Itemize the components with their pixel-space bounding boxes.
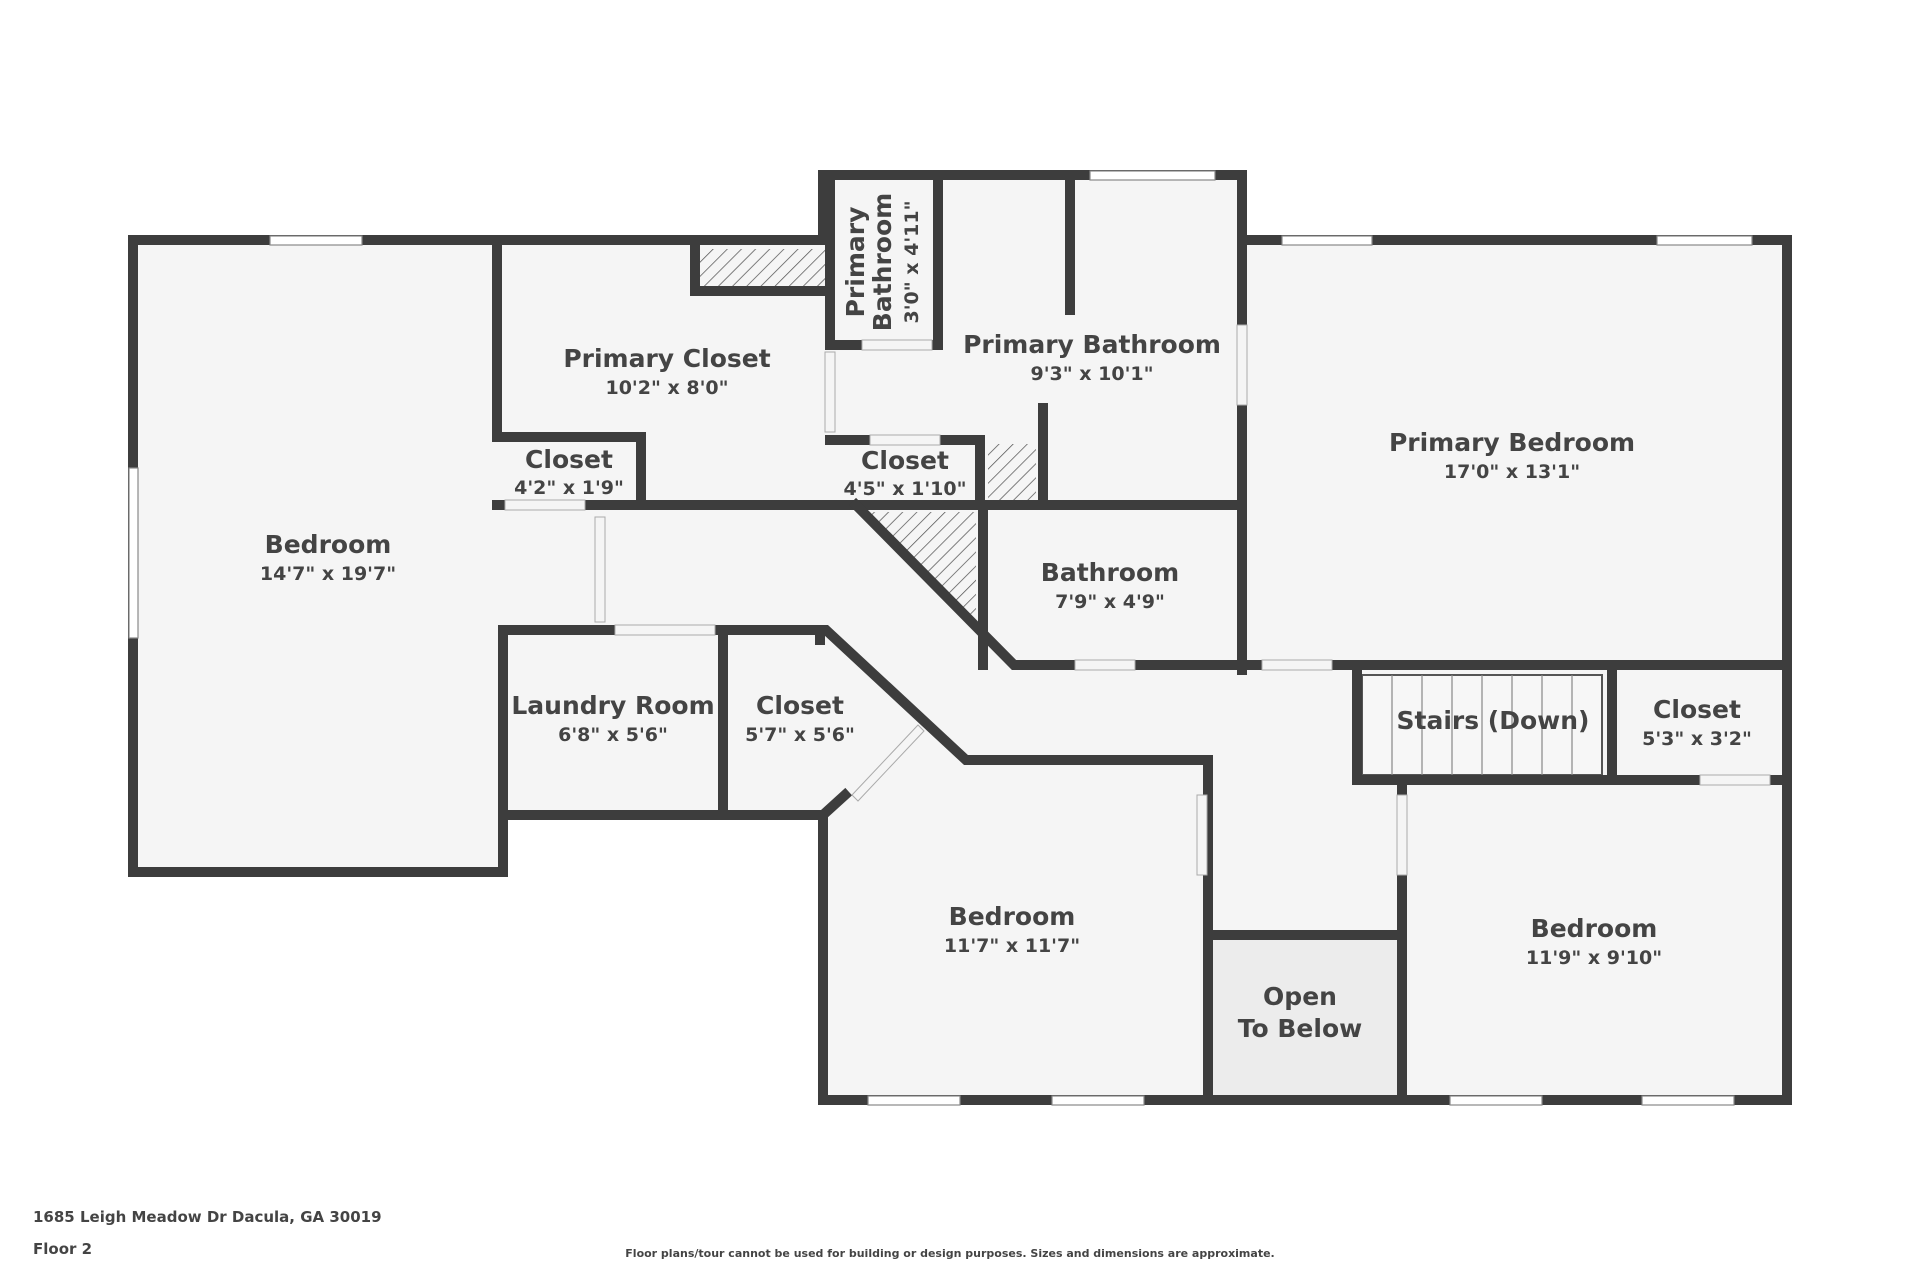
room-bathroom-name: Bathroom <box>1041 558 1179 587</box>
room-closet-mid-name: Closet <box>756 691 844 720</box>
floor-label: Floor 2 <box>33 1240 93 1258</box>
room-closet-b-dims: 4'5" x 1'10" <box>843 478 966 500</box>
room-primary-closet-dims: 10'2" x 8'0" <box>605 377 728 399</box>
room-bedroom-west-name: Bedroom <box>265 530 392 559</box>
room-primary-bath-small-name2: Bathroom <box>868 193 897 331</box>
room-primary-bedroom-name: Primary Bedroom <box>1389 428 1635 457</box>
stairs <box>1361 674 1603 776</box>
disclaimer: Floor plans/tour cannot be used for buil… <box>625 1247 1275 1260</box>
room-closet-b-name: Closet <box>861 446 949 475</box>
room-closet-east-dims: 5'3" x 3'2" <box>1642 728 1752 750</box>
room-laundry-dims: 6'8" x 5'6" <box>558 724 668 746</box>
room-primary-bathroom-dims: 9'3" x 10'1" <box>1030 363 1153 385</box>
room-closet-east-name: Closet <box>1653 695 1741 724</box>
room-primary-bath-small-dims: 3'0" x 4'11" <box>901 200 923 323</box>
room-closet-a-dims: 4'2" x 1'9" <box>514 477 624 499</box>
room-primary-bathroom-name: Primary Bathroom <box>963 330 1221 359</box>
room-closet-a-name: Closet <box>525 445 613 474</box>
doorways <box>504 324 1771 876</box>
room-bathroom-dims: 7'9" x 4'9" <box>1055 591 1165 613</box>
exterior-cutouts <box>133 176 823 1110</box>
room-stairs-name: Stairs (Down) <box>1397 706 1590 735</box>
room-primary-bath-small-name1: Primary <box>841 207 870 318</box>
chase-hatch <box>988 444 1036 500</box>
windows <box>128 170 1753 1106</box>
open-to-below-area <box>1207 938 1400 1098</box>
room-closet-mid-dims: 5'7" x 5'6" <box>745 724 855 746</box>
room-primary-closet-name: Primary Closet <box>563 344 770 373</box>
room-bedroom-south-name: Bedroom <box>949 902 1076 931</box>
open-to-below-line2: To Below <box>1238 1014 1362 1043</box>
room-laundry-name: Laundry Room <box>511 691 714 720</box>
property-address: 1685 Leigh Meadow Dr Dacula, GA 30019 <box>33 1208 382 1226</box>
chase-hatch <box>695 249 825 291</box>
room-bedroom-east-dims: 11'9" x 9'10" <box>1526 947 1662 969</box>
open-to-below-line1: Open <box>1263 982 1337 1011</box>
room-bedroom-east-name: Bedroom <box>1531 914 1658 943</box>
room-labels: Bedroom 14'7" x 19'7" Primary Closet 10'… <box>260 193 1752 1043</box>
room-bedroom-west-dims: 14'7" x 19'7" <box>260 563 396 585</box>
room-bedroom-south-dims: 11'7" x 11'7" <box>944 935 1080 957</box>
room-primary-bedroom-dims: 17'0" x 13'1" <box>1444 461 1580 483</box>
